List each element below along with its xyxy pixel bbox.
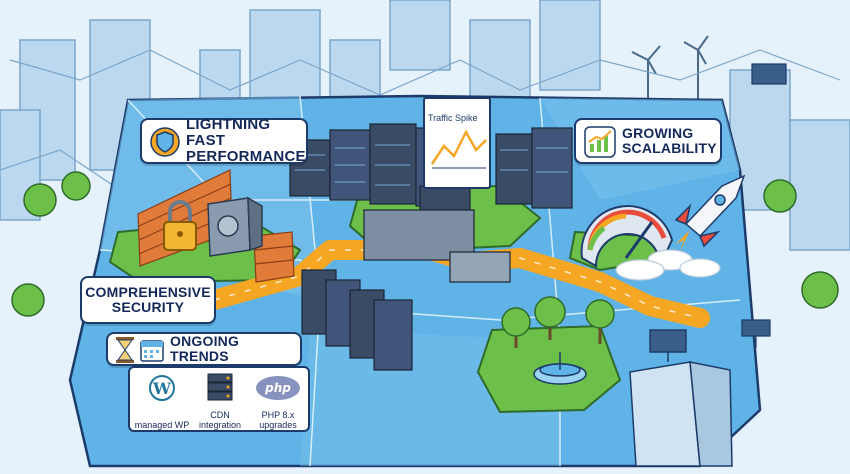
side-trees	[11, 171, 839, 317]
scalability-label: GROWING SCALABILITY	[574, 118, 722, 164]
server-racks-lower	[301, 269, 413, 371]
server-racks-central	[289, 123, 573, 283]
svg-text:W: W	[152, 379, 172, 398]
wind-turbines	[631, 35, 709, 110]
cdn-item: CDN integration	[192, 372, 248, 430]
security-label: COMPREHENSIVE SECURITY	[80, 276, 216, 324]
padlock	[163, 200, 197, 251]
performance-label: LIGHTNING FAST PERFORMANCE	[140, 116, 308, 165]
trends-text: ONGOING TRENDS	[170, 333, 240, 364]
wordpress-caption: managed WP	[134, 420, 190, 430]
hourglass-icon	[114, 336, 136, 367]
rocket	[674, 174, 746, 252]
park-trees	[501, 296, 615, 348]
performance-text: LIGHTNING FAST PERFORMANCE	[186, 116, 306, 165]
solar-panel-right	[741, 319, 771, 348]
cdn-server-icon	[206, 373, 234, 408]
speedometer-gauge	[580, 205, 674, 268]
calendar-icon	[140, 337, 164, 366]
php-logo-icon: php	[256, 376, 300, 400]
php-item: php PHP 8.x upgrades	[250, 372, 306, 430]
office-building-right	[629, 329, 733, 467]
network-lines	[0, 49, 841, 191]
wordpress-logo-icon: W	[148, 374, 176, 407]
growth-chart-icon	[584, 126, 616, 161]
cdn-caption: CDN integration	[198, 410, 242, 430]
shield-icon	[150, 126, 180, 162]
trends-label: ONGOING TRENDS	[106, 332, 302, 366]
traffic-spike-sign	[423, 97, 491, 189]
php-caption: PHP 8.x upgrades	[259, 410, 297, 430]
wordpress-item: W managed WP	[134, 372, 190, 430]
scalability-text: GROWING SCALABILITY	[622, 125, 717, 156]
traffic-spike-text: Traffic Spike	[428, 113, 478, 123]
fountain	[533, 352, 587, 385]
tech-logos-card: W managed WP CDN integration php PHP 8.x…	[128, 366, 310, 432]
vault-safe	[207, 196, 263, 257]
security-text: COMPREHENSIVE SECURITY	[85, 284, 211, 315]
solar-panel-top	[751, 63, 787, 85]
rocket-smoke	[615, 249, 721, 281]
